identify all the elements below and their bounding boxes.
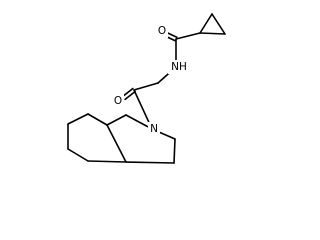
bond-cp3-cp1 <box>199 32 226 35</box>
atom-labels-layer: O NH O N <box>112 24 190 136</box>
atom-nh: NH <box>168 60 190 74</box>
atom-o-mid: O <box>112 94 124 108</box>
atom-label-o-mid: O <box>114 95 122 107</box>
bond-nr-ci <box>125 114 149 128</box>
bond-ck-cb <box>125 161 175 164</box>
atom-n-ring: N <box>148 122 160 136</box>
bond-c1-cp1 <box>175 32 201 40</box>
bond-cp2-cp3 <box>211 13 226 35</box>
bonds-layer <box>67 13 226 164</box>
bond-cj-ck <box>173 138 176 164</box>
atom-label-o-top: O <box>158 25 166 37</box>
bond-c4-o2-a <box>121 87 134 98</box>
atom-label-nh: NH <box>171 61 187 73</box>
bond-cp1-cp2 <box>199 13 213 34</box>
bond-c3-c4 <box>133 82 159 91</box>
bond-cg-ch <box>67 148 89 162</box>
molecule-structure-diagram: O NH O N <box>67 13 226 164</box>
bond-ci-cd <box>106 114 127 126</box>
bond-ch-cb <box>87 160 127 163</box>
bond-cd-ce <box>87 113 108 126</box>
atom-o-top: O <box>156 24 168 38</box>
atom-label-n-ring: N <box>150 123 158 135</box>
bond-ce-cf <box>67 113 89 125</box>
bond-c4-o2-b <box>124 90 136 101</box>
bond-c4-nr <box>133 89 151 126</box>
bond-cb-cd <box>106 124 127 163</box>
